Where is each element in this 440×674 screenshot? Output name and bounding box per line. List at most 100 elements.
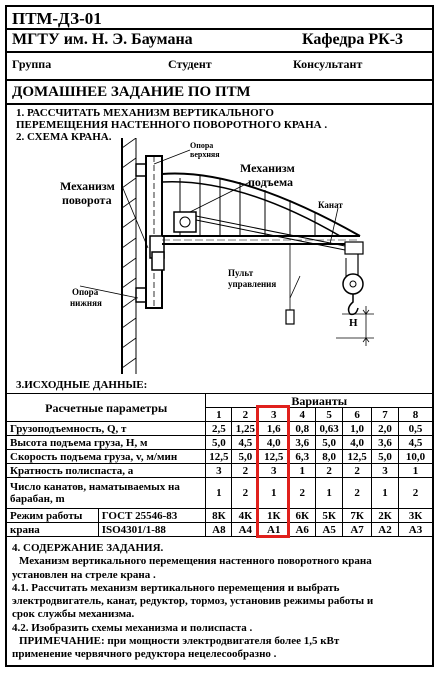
table-row: Режим работы ГОСТ 25546-83 8К 4К 1К 6К 5… (6, 508, 434, 523)
row-label: Скорость подъема груза, v, м/мин (5, 449, 207, 464)
table-cell: 4,0 (258, 435, 290, 450)
divider (5, 103, 434, 105)
rope-label: Канат (318, 200, 343, 210)
variant-number: 5 (315, 407, 344, 422)
table-cell: 6,3 (288, 449, 317, 464)
variant-number: 7 (371, 407, 399, 422)
table-cell: 12,5 (258, 449, 290, 464)
table-header-row: Расчетные параметры Варианты (5, 393, 433, 422)
variant-number: 6 (342, 407, 373, 422)
parameters-table: Расчетные параметры Варианты 1 2 3 4 5 6… (5, 393, 434, 537)
leader-lines (79, 149, 339, 299)
rope-and-hook (195, 215, 364, 316)
table-cell: 5,0 (371, 449, 399, 464)
row-label: Число канатов, наматываемых на барабан, … (5, 477, 207, 509)
table-cell: 6К (288, 508, 317, 523)
table-cell: 2 (342, 463, 373, 478)
table-cell: 0,63 (315, 421, 344, 436)
table-cell: 4,0 (342, 435, 373, 450)
content-line: 4.2. Изобразить схемы механизма и полисп… (12, 621, 253, 634)
table-cell: 2 (397, 477, 434, 509)
table-cell: 4,5 (231, 435, 260, 450)
table-cell: А5 (315, 522, 344, 537)
table-row: Грузоподъемность, Q, т 2,5 1,25 1,6 0,8 … (5, 421, 434, 436)
group-label: Группа (12, 57, 52, 71)
table-cell: А4 (231, 522, 260, 537)
consultant-label: Консультант (293, 57, 363, 71)
student-label: Студент (168, 57, 212, 71)
control-pendant-label: управления (228, 279, 276, 289)
content-line: Механизм вертикального перемещения насте… (19, 555, 372, 568)
table-row: крана ISO4301/1-88 А8 А4 А1 А6 А5 А7 А2 … (6, 522, 434, 537)
standard-label: ISO4301/1-88 (97, 522, 207, 537)
upper-support-label: Опора (190, 141, 213, 150)
table-cell: 3 (205, 463, 233, 478)
table-cell: 3,6 (288, 435, 317, 450)
table-cell: 10,0 (397, 449, 434, 464)
table-cell: А2 (371, 522, 399, 537)
table-cell: 1 (397, 463, 434, 478)
institution-name: МГТУ им. Н. Э. Баумана (12, 31, 193, 48)
table-cell: 8К (205, 508, 233, 523)
table-row: Высота подъема груза, Н, м 5,0 4,5 4,0 3… (5, 435, 434, 450)
variant-number: 4 (288, 407, 317, 422)
table-cell: 1 (371, 477, 399, 509)
task-item-2: 2. СХЕМА КРАНА. (16, 131, 112, 143)
input-data-title: 3.ИСХОДНЫЕ ДАННЫЕ: (16, 379, 148, 391)
lower-support-label: нижняя (70, 298, 102, 308)
variant-number: 2 (231, 407, 260, 422)
divider (5, 79, 434, 81)
task-item-1-line-1: 1. РАССЧИТАТЬ МЕХАНИЗМ ВЕРТИКАЛЬНОГО (16, 107, 274, 119)
mode-label: Режим работы (6, 508, 99, 523)
table-cell: 3 (371, 463, 399, 478)
task-list: 1. РАССЧИТАТЬ МЕХАНИЗМ ВЕРТИКАЛЬНОГО ПЕР… (16, 107, 426, 143)
variants-header: Варианты (205, 393, 433, 408)
table-cell: 5,0 (231, 449, 260, 464)
table-row: Скорость подъема груза, v, м/мин 12,5 5,… (5, 449, 434, 464)
mode-label: крана (6, 522, 99, 537)
task-item-1-line-2: ПЕРЕМЕЩЕНИЯ НАСТЕННОГО ПОВОРОТНОГО КРАНА… (16, 119, 328, 131)
rotation-mechanism-label: поворота (62, 193, 112, 207)
variant-number: 1 (205, 407, 233, 422)
table-cell: 0,5 (397, 421, 434, 436)
lift-mechanism-label: подъема (248, 175, 293, 189)
crane-column (135, 155, 165, 309)
table-cell: 4К (231, 508, 260, 523)
upper-support-label: верхняя (190, 150, 220, 159)
params-header: Расчетные параметры (5, 393, 207, 422)
wall (121, 138, 137, 374)
divider (5, 51, 434, 53)
table-cell: 3,6 (371, 435, 399, 450)
lift-mechanism-label: Механизм (240, 161, 295, 175)
standard-label: ГОСТ 25546-83 (97, 508, 207, 523)
table-cell: 12,5 (342, 449, 373, 464)
table-cell: 2,0 (371, 421, 399, 436)
table-cell: 1,0 (342, 421, 373, 436)
variant-highlight (256, 405, 290, 538)
crane-scheme: H Опора верхняя Механизм подъема Механиз… (60, 138, 374, 374)
row-label: Кратность полиспаста, а (5, 463, 207, 478)
content-line: установлен на стреле крана . (12, 568, 156, 581)
table-cell: 1,25 (231, 421, 260, 436)
height-symbol: H (349, 317, 358, 329)
content-line: срок службы механизма. (12, 608, 135, 621)
table-cell: 2 (231, 477, 260, 509)
document-frame (5, 5, 434, 667)
table-cell: 2,5 (205, 421, 233, 436)
document-title: ДОМАШНЕЕ ЗАДАНИЕ ПО ПТМ (12, 84, 251, 100)
table-cell: 2К (371, 508, 399, 523)
table-cell: 2 (288, 477, 317, 509)
content-line: электродвигатель, канат, редуктор, тормо… (12, 595, 374, 608)
table-cell: А7 (342, 522, 373, 537)
row-label: Высота подъема груза, Н, м (5, 435, 207, 450)
table-cell: 1 (205, 477, 233, 509)
document-code: ПТМ-ДЗ-01 (12, 9, 102, 28)
table-cell: 7К (342, 508, 373, 523)
table-cell: 5,0 (315, 435, 344, 450)
table-cell: 1 (288, 463, 317, 478)
lower-support-label: Опора (72, 287, 99, 297)
table-cell: 1К (258, 508, 290, 523)
lift-mechanism (173, 211, 197, 233)
row-label-line: барабан, m (10, 493, 65, 505)
table-row: Число канатов, наматываемых на барабан, … (5, 477, 434, 509)
